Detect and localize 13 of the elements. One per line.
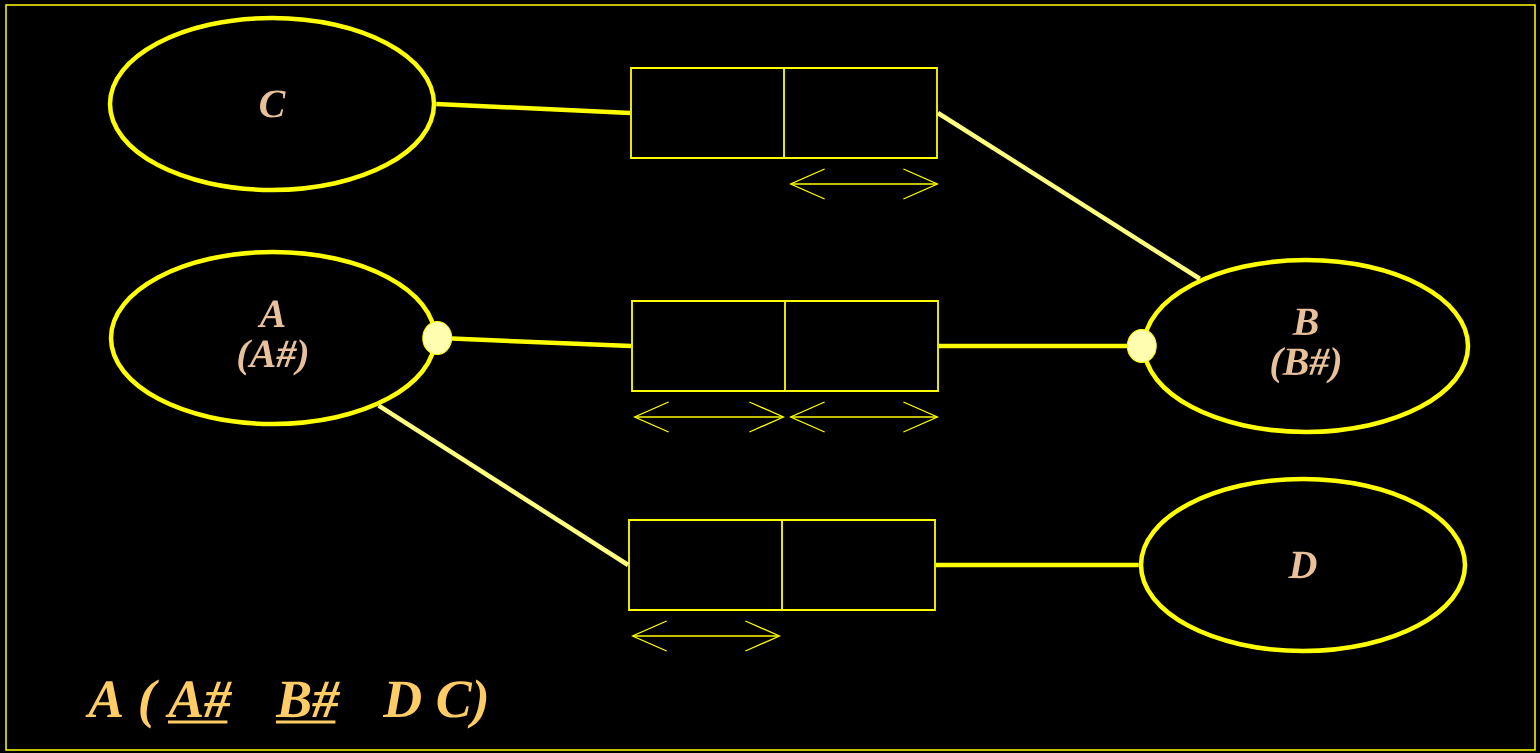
relationship-box: [628, 518, 936, 612]
connector-line: [938, 329, 1157, 363]
connector-line: [422, 321, 632, 355]
connector-line: [377, 403, 630, 567]
connector-line: [436, 101, 631, 116]
underlined-text: B#: [275, 681, 341, 724]
text: D C): [382, 679, 487, 729]
text: A (: [85, 679, 159, 729]
underlined-text: A#: [165, 681, 233, 724]
relationship-box: [631, 299, 939, 393]
connector-line: [936, 111, 1201, 281]
connector-line: [935, 562, 1139, 568]
relationship-box: [630, 66, 938, 160]
